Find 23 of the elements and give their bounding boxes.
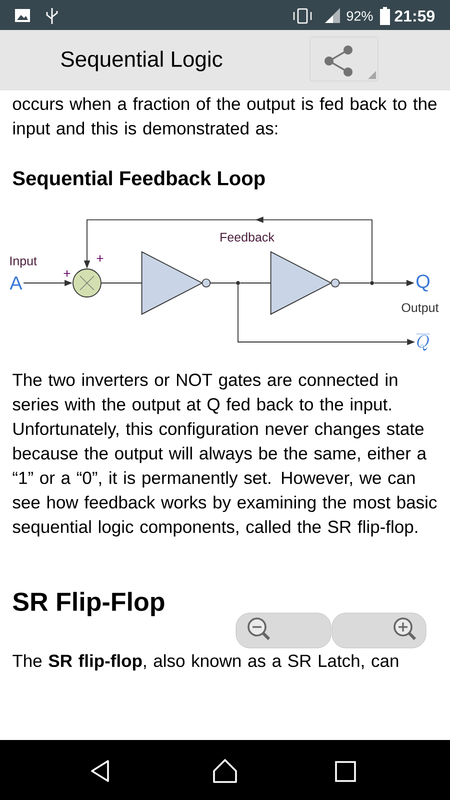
inverter-symbol	[270, 251, 340, 315]
edge-label: Feedback	[218, 231, 276, 243]
plus-sign: +	[96, 255, 104, 262]
input-label: Input	[10, 256, 37, 268]
connector	[210, 282, 236, 284]
inverter-symbol	[141, 251, 211, 315]
summing-junction	[72, 268, 102, 298]
section-heading: Sequential Feedback Loop	[12, 170, 265, 190]
app-title: Sequential Logic	[61, 50, 222, 72]
signal-name: A	[10, 276, 22, 290]
clock-text: 21:59	[394, 10, 435, 22]
signal-name: Q	[416, 274, 430, 292]
section-heading: SR Flip-Flop	[12, 592, 164, 616]
paragraph: The two inverters or NOT gates are connected in series with the output at Q fed back to the input. Unfortunately, this configuration never changes state because the output will always be the same, either a “1” or a “0”, it is permanently set. However, we can see how feedback works by examining the most basic sequential logic components, called the SR flip-flop.	[12, 373, 437, 537]
plus-sign: +	[64, 270, 70, 277]
connector	[101, 282, 142, 284]
paragraph: occurs when a fraction of the output is fed back to the input and this is demonstrated as:	[12, 97, 436, 138]
connector	[240, 282, 272, 284]
output-label: Output	[402, 303, 439, 315]
connector	[338, 282, 370, 284]
paragraph: The SR flip-flop, also known as a SR Latch, can	[12, 654, 398, 671]
signal-name: $\overline{Q}$	[416, 334, 430, 351]
battery-level: 92%	[346, 11, 373, 21]
